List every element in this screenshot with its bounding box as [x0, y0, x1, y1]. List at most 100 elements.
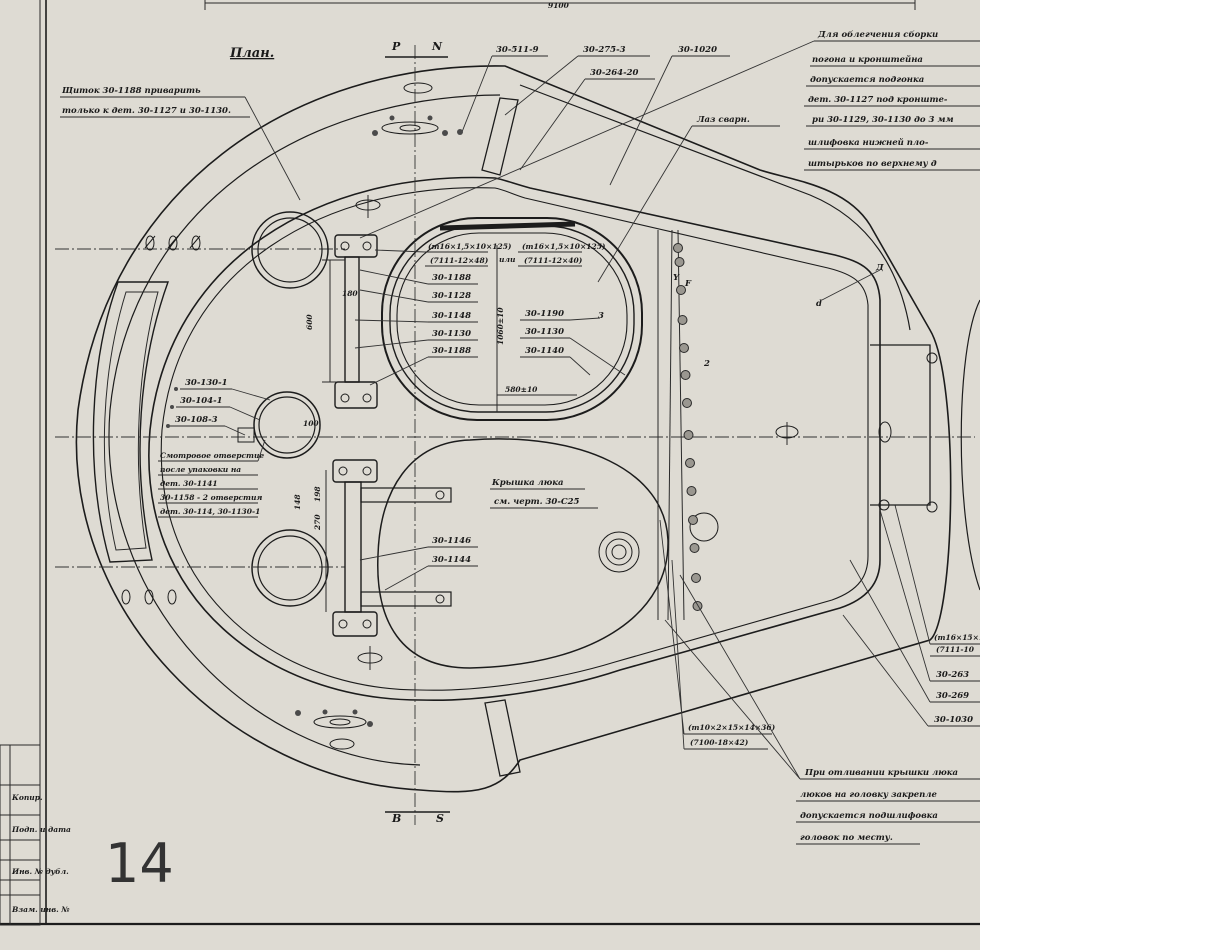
svg-text:(7111-10: (7111-10	[936, 645, 975, 654]
svg-text:дет. 30-114, 30-1130-1: дет. 30-114, 30-1130-1	[160, 507, 260, 516]
top-bolt-cluster	[372, 82, 463, 136]
rivet-row	[657, 229, 685, 621]
svg-text:30-1144: 30-1144	[432, 555, 471, 565]
note-bottom-right: При отливании крышки люка люков на голов…	[664, 574, 980, 845]
lower-hatch-labels: 30-1146 30-1144	[359, 536, 478, 591]
engineering-drawing: 9100 Копир. Подп. и дата Инв. № дубл. Вз…	[0, 0, 980, 926]
rivet	[683, 430, 694, 440]
svg-text:30-1146: 30-1146	[432, 536, 471, 546]
svg-text:30-104-1: 30-104-1	[180, 396, 223, 406]
title-block-cell-1: Копир.	[11, 793, 43, 802]
lower-left-porthole	[251, 529, 329, 607]
top-rib	[481, 97, 519, 176]
rivet	[691, 573, 701, 583]
svg-text:При отливании крышки люка: При отливании крышки люка	[804, 768, 958, 778]
section-mark-bottom-left: B	[391, 812, 401, 825]
svg-text:дет. 30-1141: дет. 30-1141	[160, 479, 218, 488]
svg-text:30-275-3: 30-275-3	[583, 45, 626, 55]
upper-left-porthole	[251, 211, 329, 289]
rivet	[685, 458, 695, 468]
svg-text:600: 600	[305, 314, 314, 330]
svg-text:Для облегчения сборки: Для облегчения сборки	[817, 29, 938, 40]
top-part-labels: 30-511-9 30-275-3 30-1020 30-264-20 Лаз …	[461, 45, 780, 283]
svg-text:30-1188: 30-1188	[432, 346, 471, 356]
right-part-labels: (m16×15×10× (7111-10 30-263 30-269 30-10…	[842, 504, 980, 727]
sheet-number: 14	[105, 832, 174, 895]
title-block-cell-4: Взам. инв. №	[11, 905, 70, 914]
bottom-rib	[484, 699, 521, 777]
svg-text:30-1130: 30-1130	[432, 329, 471, 339]
rivet	[676, 285, 686, 295]
rivet	[674, 257, 685, 267]
svg-text:d: d	[816, 299, 822, 309]
svg-text:только к дет. 30-1127 и 30-113: только к дет. 30-1127 и 30-1130.	[62, 106, 231, 116]
outer-hull-contour	[75, 65, 952, 793]
svg-text:допускается подшлифовка: допускается подшлифовка	[800, 811, 938, 821]
svg-text:30-269: 30-269	[936, 691, 969, 701]
svg-text:30-1190: 30-1190	[525, 309, 564, 319]
periscope-opening	[237, 391, 321, 459]
section-mark-bottom-right: S	[436, 812, 444, 825]
mount-bolts	[355, 195, 892, 670]
rivet	[673, 243, 683, 253]
svg-text:30-1130: 30-1130	[525, 327, 564, 337]
view-title: План.	[229, 46, 274, 61]
svg-text:Смотровое отверстие: Смотровое отверстие	[160, 451, 264, 460]
drawing-sheet: 9100 Копир. Подп. и дата Инв. № дубл. Вз…	[0, 0, 980, 950]
svg-text:погона и кронштейна: погона и кронштейна	[812, 54, 923, 65]
svg-text:(m16×15×10×: (m16×15×10×	[934, 633, 980, 642]
svg-text:580±10: 580±10	[505, 385, 538, 394]
inner-hull-contour	[148, 176, 881, 702]
svg-text:30-1020: 30-1020	[678, 45, 717, 55]
left-slot	[92, 281, 169, 563]
rivet	[679, 343, 689, 353]
svg-text:Лаз сварн.: Лаз сварн.	[696, 115, 750, 125]
lower-hinge-bracket	[325, 459, 452, 637]
top-dimension: 9100	[548, 1, 570, 10]
title-block-cell-3: Инв. № дубл.	[11, 867, 69, 876]
svg-text:30-1148: 30-1148	[432, 311, 471, 321]
svg-text:100: 100	[303, 419, 319, 428]
svg-text:Y: Y	[673, 273, 680, 283]
svg-text:270: 270	[313, 514, 322, 531]
bottom-bolt-cluster	[295, 709, 373, 750]
svg-text:30-1140: 30-1140	[525, 346, 564, 356]
section-mark-top-right: N	[431, 40, 443, 53]
bottom-part-labels: (m10×2×15×14×36) (7100-18×42)	[659, 519, 776, 750]
svg-text:(m16×1,5×10×125): (m16×1,5×10×125)	[428, 242, 512, 251]
svg-text:1060±10: 1060±10	[496, 307, 505, 345]
svg-text:F: F	[684, 279, 692, 289]
svg-text:головок по месту.: головок по месту.	[800, 833, 893, 843]
svg-text:или: или	[499, 255, 516, 264]
svg-text:(m10×2×15×14×36): (m10×2×15×14×36)	[688, 723, 776, 732]
svg-text:штырьков по верхнему д: штырьков по верхнему д	[808, 159, 937, 169]
svg-text:шлифовка нижней пло-: шлифовка нижней пло-	[808, 137, 929, 148]
rivet	[689, 543, 700, 553]
note-left-middle: Смотровое отверстие после упаковки на де…	[158, 439, 266, 518]
svg-text:30-130-1: 30-130-1	[185, 378, 228, 388]
svg-text:30-1128: 30-1128	[432, 291, 471, 301]
title-block: Копир. Подп. и дата Инв. № дубл. Взам. и…	[0, 744, 71, 926]
svg-text:198: 198	[313, 486, 322, 502]
lower-hatch-cover	[377, 438, 719, 669]
rivet	[686, 486, 697, 496]
note-top-right: Для облегчения сборки погона и кронштейн…	[359, 29, 980, 239]
svg-text:30-511-9: 30-511-9	[496, 45, 539, 55]
svg-text:(7100-18×42): (7100-18×42)	[690, 738, 749, 747]
left-bolt-groups	[121, 235, 201, 605]
note-top-left: Щиток 30-1188 приварить только к дет. 30…	[60, 86, 301, 201]
svg-text:30-264-20: 30-264-20	[590, 68, 639, 78]
svg-text:дет. 30-1127 под кронште-: дет. 30-1127 под кронште-	[808, 95, 948, 105]
svg-text:после упаковки на: после упаковки на	[160, 465, 241, 474]
upper-hatch	[381, 217, 643, 421]
svg-text:допускается подгонка: допускается подгонка	[810, 75, 924, 85]
title-block-cell-2: Подп. и дата	[11, 825, 71, 834]
rivet	[688, 515, 698, 525]
svg-text:Крышка люка: Крышка люка	[491, 478, 564, 488]
svg-text:2: 2	[703, 359, 710, 369]
svg-text:30-263: 30-263	[936, 670, 969, 680]
svg-text:3: 3	[598, 311, 604, 321]
svg-text:ри 30-1129, 30-1130 до 3 мм: ри 30-1129, 30-1130 до 3 мм	[812, 115, 954, 125]
svg-text:см. черт. 30-С25: см. черт. 30-С25	[494, 497, 580, 507]
svg-text:148: 148	[293, 494, 302, 510]
